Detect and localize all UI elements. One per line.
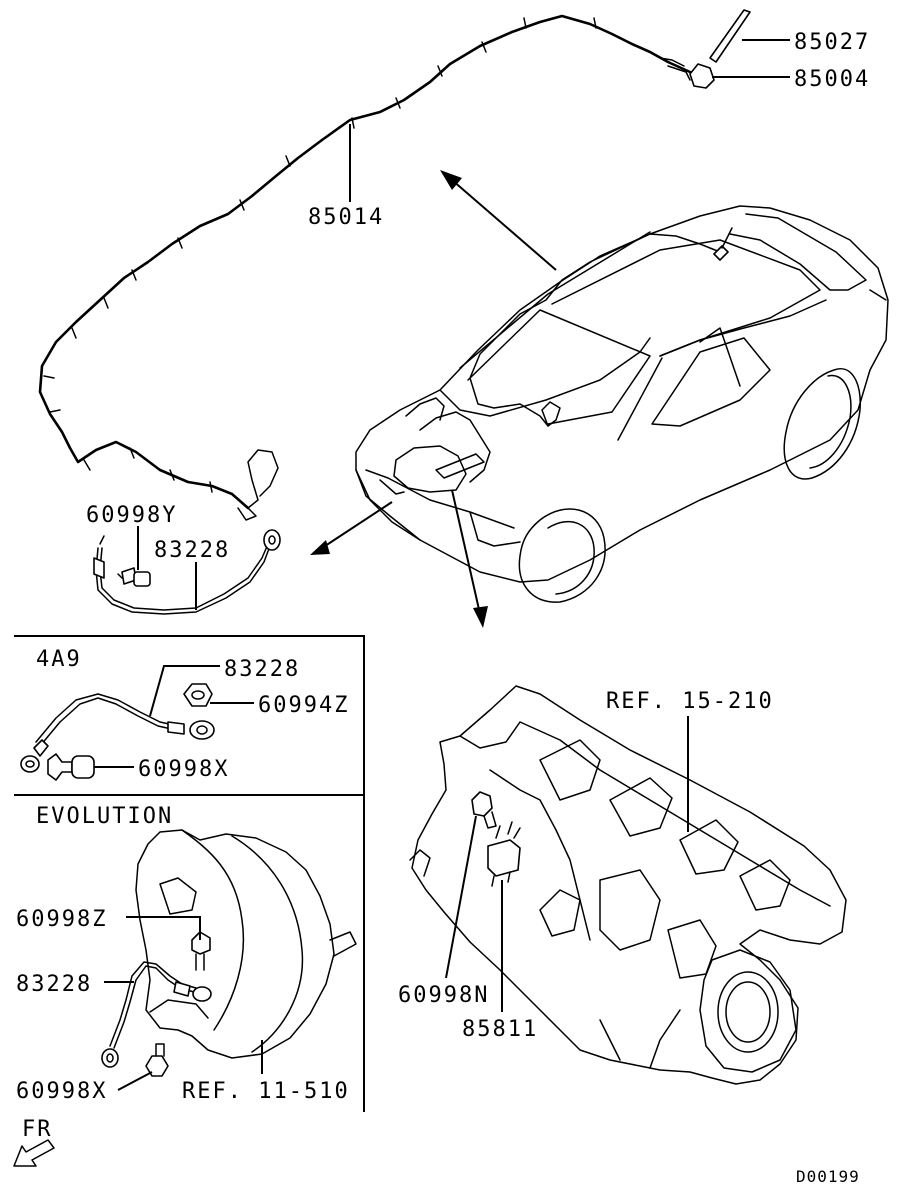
callout-60998X-4a9: 60998X [138,757,229,782]
bolt-60998X-evo [145,1043,169,1077]
callout-60994Z: 60994Z [258,693,349,718]
antenna-mast-85027 [709,9,751,63]
callout-60998Y: 60998Y [86,503,177,528]
front-label: FR [22,1117,53,1142]
callout-60998X-evo: 60998X [16,1079,107,1104]
bolt-60998N [471,791,497,829]
antenna-harness-85014 [38,14,702,521]
callout-85014: 85014 [308,205,384,230]
ground-cable-83228-4a9 [20,693,215,773]
box-evolution [14,794,365,1112]
bolt-60998X-4a9 [47,753,95,781]
sensor-85811 [487,821,521,887]
front-direction-marker: FR [13,1117,55,1167]
ground-cable-83228-evo [101,961,212,1068]
diagram-id: D00199 [796,1167,860,1186]
car-roof-harness [469,227,733,427]
intake-manifold [409,685,847,1085]
front-arrow-icon [13,1139,55,1167]
callout-60998Z: 60998Z [16,907,107,932]
ground-cable-83228-top [93,529,281,615]
callout-85004: 85004 [794,67,870,92]
callout-leaders [94,39,790,1091]
callout-85027: 85027 [794,30,870,55]
callout-85811: 85811 [462,1017,538,1042]
callout-83228-evo: 83228 [16,972,92,997]
callout-83228-top: 83228 [154,538,230,563]
transmission-evolution [135,829,357,1059]
antenna-base-85004 [667,63,715,89]
variant-label-4a9: 4A9 [36,647,82,672]
bolt-60998Y [117,567,151,587]
nut-60994Z [183,683,213,707]
callout-ref-11-510: REF. 11-510 [182,1079,350,1104]
callout-ref-15-210: REF. 15-210 [606,689,774,714]
car-body-outline [355,205,889,603]
leader-arrows [310,170,557,628]
callout-60998N: 60998N [398,983,489,1008]
callout-83228-4a9: 83228 [224,657,300,682]
box-4a9 [14,635,365,795]
variant-label-evolution: EVOLUTION [36,804,173,829]
